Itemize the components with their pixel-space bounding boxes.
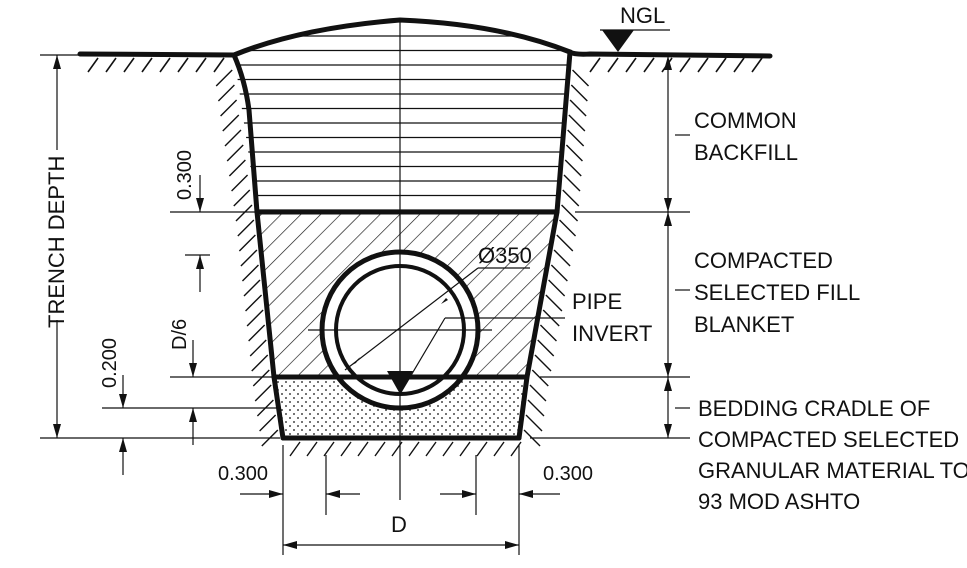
bottom-dimensions	[240, 445, 560, 555]
selected-fill-label-1: COMPACTED	[694, 248, 833, 273]
ground-hatch	[87, 57, 763, 73]
pipe-diameter-label: Ø350	[478, 243, 532, 268]
pipe-embed-dimension-label: D/6	[169, 319, 191, 350]
bedding-dimension-label: 0.200	[99, 338, 121, 388]
trench-depth-dimension	[40, 54, 280, 439]
bottom-dimension-arrows	[269, 490, 533, 549]
centerline	[308, 18, 492, 500]
pipe-invert-label-2: INVERT	[572, 321, 652, 346]
side-clearance-left-label: 0.300	[218, 463, 268, 485]
trench-depth-label: TRENCH DEPTH	[44, 156, 69, 328]
pipe-invert-label-1: PIPE	[572, 289, 622, 314]
selected-fill-label-3: BLANKET	[694, 312, 794, 337]
wall-hatch	[215, 69, 590, 457]
bedding-label-1: BEDDING CRADLE OF	[698, 396, 930, 421]
bedding-label-4: 93 MOD ASHTO	[698, 489, 860, 514]
ngl-marker	[600, 29, 670, 52]
trench-depth-arrows	[53, 55, 61, 438]
ngl-label: NGL	[620, 3, 665, 28]
trench-width-label: D	[391, 512, 407, 537]
common-backfill-label-1: COMMON	[694, 108, 797, 133]
cover-dimension-label: 0.300	[174, 150, 196, 200]
diameter-leader	[344, 267, 530, 371]
pipe-invert-marker	[387, 317, 565, 395]
bedding-label-2: COMPACTED SELECTED	[698, 427, 959, 452]
selected-fill-label-2: SELECTED FILL	[694, 280, 860, 305]
common-backfill-area	[234, 35, 570, 211]
side-clearance-right-label: 0.300	[543, 463, 593, 485]
common-backfill-label-2: BACKFILL	[694, 140, 798, 165]
right-dimension-arrows	[664, 56, 672, 438]
bedding-label-3: GRANULAR MATERIAL TO	[698, 458, 967, 483]
right-dimension-chain	[530, 56, 690, 439]
left-dimension-arrows	[119, 198, 204, 452]
